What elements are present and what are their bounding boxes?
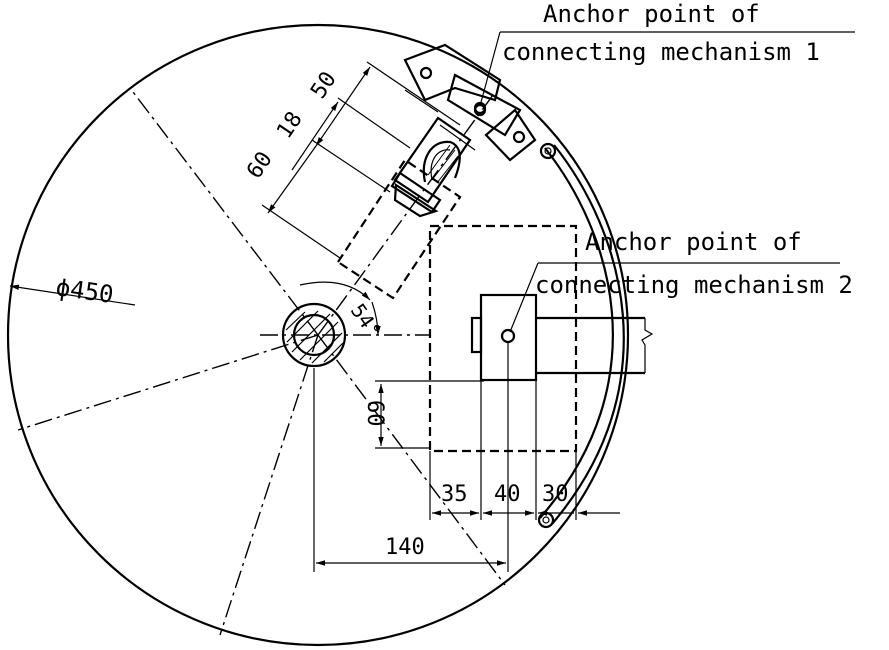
leader-lines	[473, 31, 855, 333]
arm-assembly	[336, 43, 537, 300]
dim-40: 40	[494, 482, 521, 507]
dashed-envelope	[428, 224, 578, 453]
diameter-label: ϕ450	[54, 273, 115, 309]
anchor2-label-line2: connecting mechanism 2	[535, 271, 853, 299]
anchor1-label-line2: connecting mechanism 1	[502, 38, 820, 66]
dim-18: 18	[272, 107, 308, 143]
dim-50: 50	[306, 67, 342, 103]
guide-rail	[537, 142, 625, 529]
anchor-block-2	[470, 293, 654, 382]
dim-30: 30	[542, 482, 569, 507]
central-hub	[281, 302, 347, 368]
anchor1-label-line1: Anchor point of	[543, 0, 760, 28]
dimension-lines	[9, 61, 620, 572]
dim-60-upper: 60	[242, 147, 278, 183]
dim-60-lower: 60	[362, 400, 387, 427]
main-disc	[6, 23, 630, 647]
dim-140: 140	[385, 535, 425, 560]
anchor2-label-line1: Anchor point of	[585, 228, 802, 256]
angle-label: 54°	[346, 299, 386, 342]
dim-35: 35	[441, 482, 468, 507]
